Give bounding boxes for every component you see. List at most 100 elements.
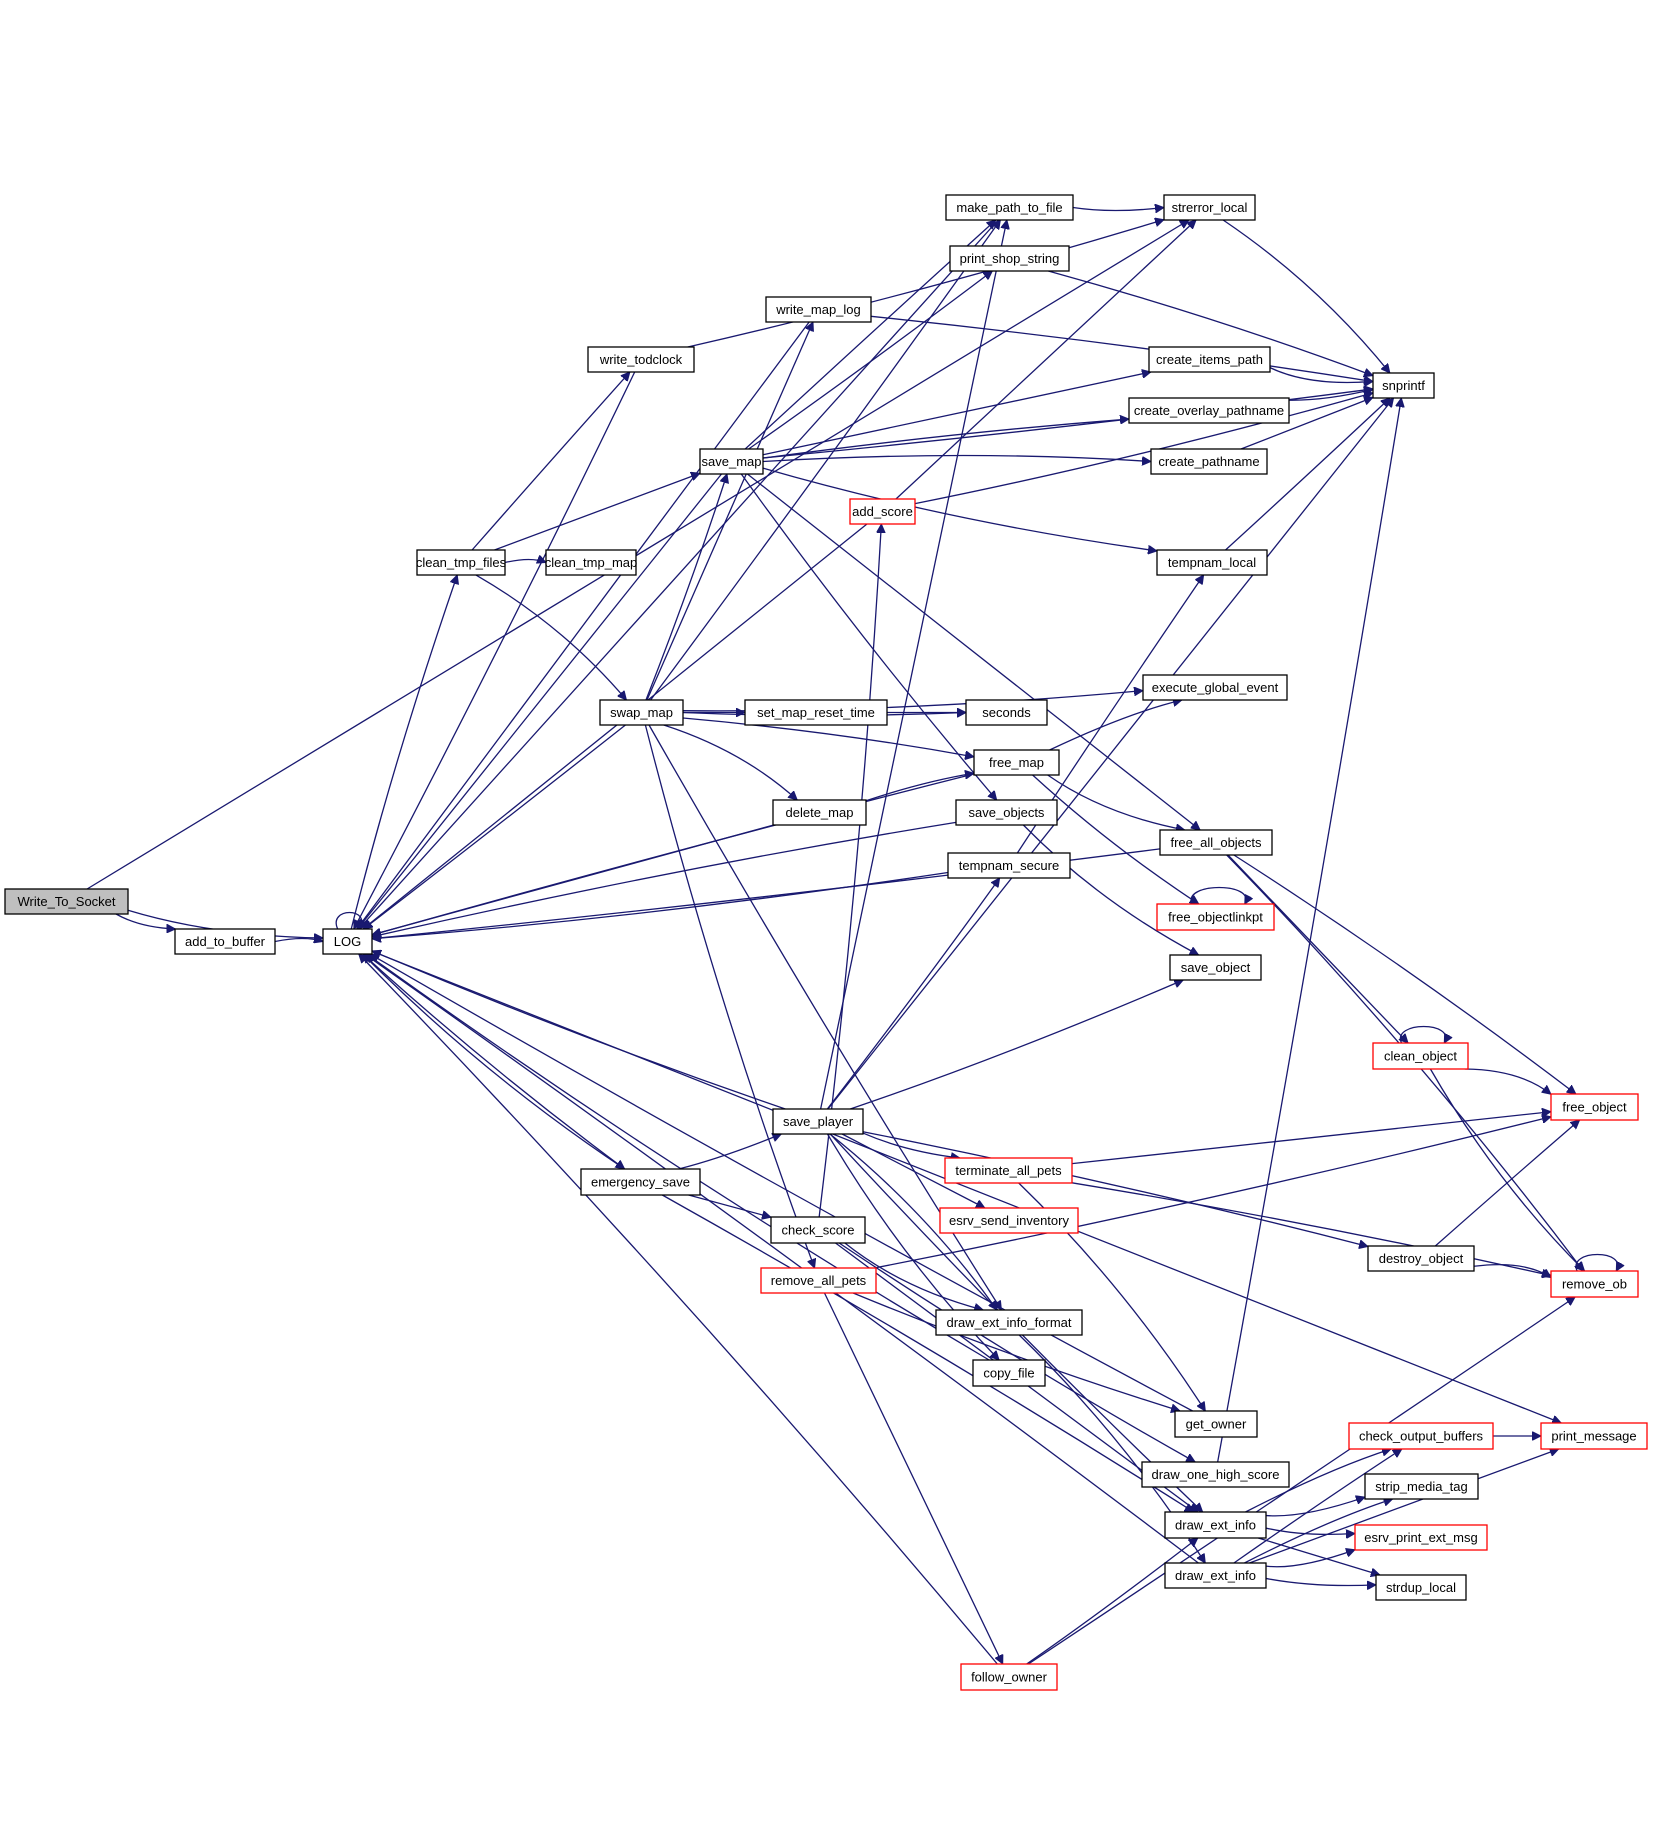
node-box[interactable] [1156,903,1275,931]
node-free-object[interactable]: free_object [1550,1093,1639,1121]
node-make-path-to-file[interactable]: make_path_to_file [945,194,1074,221]
node-box[interactable] [744,699,888,726]
node-box[interactable] [760,1267,877,1294]
node-esrv-print-ext-msg[interactable]: esrv_print_ext_msg [1354,1524,1488,1551]
node-add-score[interactable]: add_score [849,498,916,525]
node-box[interactable] [1164,1511,1267,1539]
node-save-map[interactable]: save_map [699,448,764,475]
node-box[interactable] [1348,1422,1494,1450]
node-create-items-path[interactable]: create_items_path [1148,346,1271,373]
node-write-map-log[interactable]: write_map_log [765,296,872,323]
node-create-overlay-pathname[interactable]: create_overlay_pathname [1128,397,1290,424]
node-copy-file[interactable]: copy_file [972,1359,1046,1387]
node-box[interactable] [849,498,916,525]
node-free-objectlinkpt[interactable]: free_objectlinkpt [1156,903,1275,931]
node-box[interactable] [1550,1093,1639,1121]
node-follow-owner[interactable]: follow_owner [960,1663,1058,1691]
node-swap-map[interactable]: swap_map [599,699,684,726]
node-clean-tmp-files[interactable]: clean_tmp_files [416,549,507,576]
node-remove-all-pets[interactable]: remove_all_pets [760,1267,877,1294]
node-box[interactable] [1372,372,1435,399]
node-snprintf[interactable]: snprintf [1372,372,1435,399]
node-delete-map[interactable]: delete_map [772,799,867,826]
node-box[interactable] [972,1359,1046,1387]
node-destroy-object[interactable]: destroy_object [1367,1245,1475,1272]
node-box[interactable] [947,852,1071,879]
node-box[interactable] [545,549,637,576]
node-box[interactable] [1375,1574,1467,1601]
node-box[interactable] [765,296,872,323]
node-get-owner[interactable]: get_owner [1174,1410,1258,1438]
node-box[interactable] [580,1168,701,1196]
node-box[interactable] [1142,674,1288,701]
node-strdup-local[interactable]: strdup_local [1375,1574,1467,1601]
node-add-to-buffer[interactable]: add_to_buffer [174,928,276,955]
node-box[interactable] [599,699,684,726]
node-draw-ext-info-2[interactable]: draw_ext_info [1164,1562,1267,1589]
node-box[interactable] [1128,397,1290,424]
node-check-output-buffers[interactable]: check_output_buffers [1348,1422,1494,1450]
node-box[interactable] [772,1108,864,1135]
node-box[interactable] [772,799,867,826]
node-terminate-all-pets[interactable]: terminate_all_pets [944,1157,1073,1184]
node-box[interactable] [1163,194,1256,221]
node-print-message[interactable]: print_message [1540,1422,1648,1450]
node-box[interactable] [1159,829,1273,856]
node-box[interactable] [945,194,1074,221]
node-box[interactable] [1156,549,1268,576]
node-box[interactable] [965,699,1048,726]
node-box[interactable] [1164,1562,1267,1589]
node-save-object[interactable]: save_object [1169,954,1262,981]
node-tempnam-secure[interactable]: tempnam_secure [947,852,1071,879]
node-check-score[interactable]: check_score [770,1216,866,1244]
node-box[interactable] [935,1309,1083,1336]
node-write-to-socket[interactable]: Write_To_Socket [4,888,129,915]
node-box[interactable] [944,1157,1073,1184]
node-box[interactable] [770,1216,866,1244]
node-draw-ext-info-1[interactable]: draw_ext_info [1164,1511,1267,1539]
node-box[interactable] [955,799,1058,826]
node-box[interactable] [1364,1473,1479,1500]
node-free-map[interactable]: free_map [973,749,1060,776]
node-box[interactable] [1550,1270,1639,1298]
node-save-player[interactable]: save_player [772,1108,864,1135]
node-clean-tmp-map[interactable]: clean_tmp_map [545,549,638,576]
node-box[interactable] [939,1207,1079,1234]
node-print-shop-string[interactable]: print_shop_string [949,245,1070,272]
node-remove-ob[interactable]: remove_ob [1550,1270,1639,1298]
node-create-pathname[interactable]: create_pathname [1150,448,1268,475]
node-box[interactable] [1372,1042,1469,1070]
node-save-objects[interactable]: save_objects [955,799,1058,826]
node-strerror-local[interactable]: strerror_local [1163,194,1256,221]
node-strip-media-tag[interactable]: strip_media_tag [1364,1473,1479,1500]
node-esrv-send-inventory[interactable]: esrv_send_inventory [939,1207,1079,1234]
node-set-map-reset-time[interactable]: set_map_reset_time [744,699,888,726]
node-execute-global-event[interactable]: execute_global_event [1142,674,1288,701]
node-box[interactable] [949,245,1070,272]
node-box[interactable] [699,448,764,475]
node-write-todclock[interactable]: write_todclock [587,346,695,373]
node-emergency-save[interactable]: emergency_save [580,1168,701,1196]
node-box[interactable] [174,928,276,955]
node-box[interactable] [973,749,1060,776]
node-box[interactable] [1141,1461,1290,1488]
node-box[interactable] [1354,1524,1488,1551]
node-box[interactable] [322,928,373,955]
node-seconds[interactable]: seconds [965,699,1048,726]
node-box[interactable] [1150,448,1268,475]
node-draw-one-high-score[interactable]: draw_one_high_score [1141,1461,1290,1488]
node-box[interactable] [1169,954,1262,981]
node-box[interactable] [1540,1422,1648,1450]
node-box[interactable] [960,1663,1058,1691]
node-box[interactable] [1174,1410,1258,1438]
node-box[interactable] [1367,1245,1475,1272]
node-box[interactable] [587,346,695,373]
node-log[interactable]: LOG [322,928,373,955]
node-box[interactable] [1148,346,1271,373]
node-tempnam-local[interactable]: tempnam_local [1156,549,1268,576]
node-box[interactable] [4,888,129,915]
node-free-all-objects[interactable]: free_all_objects [1159,829,1273,856]
node-draw-ext-info-format[interactable]: draw_ext_info_format [935,1309,1083,1336]
node-clean-object[interactable]: clean_object [1372,1042,1469,1070]
node-box[interactable] [416,549,506,576]
